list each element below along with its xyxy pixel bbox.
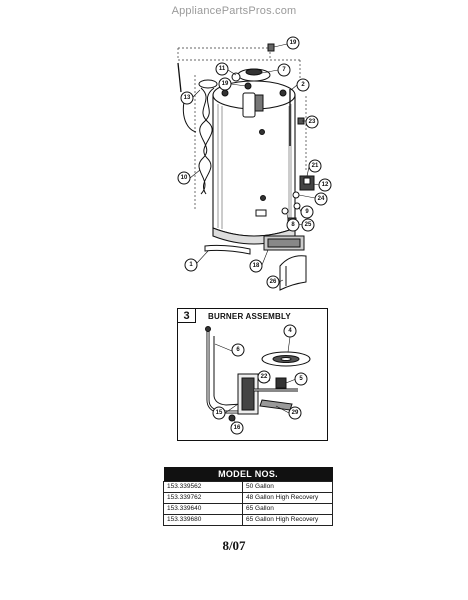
burner-assembly-title: BURNER ASSEMBLY	[208, 312, 291, 321]
table-row: 153.339680 65 Gallon High Recovery	[163, 514, 333, 526]
svg-text:19: 19	[222, 81, 229, 87]
callout-23: 23	[305, 115, 319, 129]
model-description: 48 Gallon High Recovery	[242, 492, 333, 504]
model-number: 153.339562	[163, 481, 243, 493]
callout-13: 13	[180, 91, 194, 105]
callout-15: 15	[212, 406, 226, 420]
svg-text:4: 4	[288, 328, 292, 334]
callout-11: 11	[215, 62, 229, 76]
callout-26: 26	[266, 275, 280, 289]
callout-10: 10	[177, 171, 191, 185]
svg-text:11: 11	[219, 66, 226, 72]
table-row: 153.339640 65 Gallon	[163, 503, 333, 515]
svg-text:5: 5	[299, 376, 303, 382]
svg-text:29: 29	[292, 410, 299, 416]
callout-6: 6	[231, 343, 245, 357]
svg-text:19: 19	[290, 40, 297, 46]
model-table-header: MODEL NOS.	[163, 467, 333, 482]
callout-21: 21	[308, 159, 322, 173]
svg-text:16: 16	[234, 425, 241, 431]
callout-22: 22	[257, 370, 271, 384]
rods	[177, 62, 291, 146]
model-number: 153.339680	[163, 514, 243, 526]
callout-9: 9	[300, 205, 314, 219]
svg-text:26: 26	[270, 279, 277, 285]
callout-2: 2	[296, 78, 310, 92]
svg-text:15: 15	[216, 410, 223, 416]
model-number: 153.339762	[163, 492, 243, 504]
callout-5: 5	[294, 372, 308, 386]
callout-19-top: 19	[286, 36, 300, 50]
svg-text:2: 2	[301, 82, 305, 88]
callout-25: 25	[301, 218, 315, 232]
callout-8: 8	[286, 218, 300, 232]
callout-12: 12	[318, 178, 332, 192]
callout-16: 16	[230, 421, 244, 435]
svg-text:18: 18	[253, 263, 260, 269]
svg-text:25: 25	[305, 222, 312, 228]
model-description: 50 Gallon	[242, 481, 333, 493]
svg-text:22: 22	[261, 374, 268, 380]
callout-7: 7	[277, 63, 291, 77]
svg-text:10: 10	[181, 175, 188, 181]
svg-text:9: 9	[305, 209, 309, 215]
leader-lines	[189, 43, 320, 283]
model-description: 65 Gallon High Recovery	[242, 514, 333, 526]
svg-text:1: 1	[189, 262, 193, 268]
svg-text:7: 7	[282, 67, 286, 73]
model-number: 153.339640	[163, 503, 243, 515]
model-numbers-table: MODEL NOS. 153.339562 50 Gallon 153.3397…	[163, 467, 333, 526]
svg-text:12: 12	[322, 182, 329, 188]
svg-text:23: 23	[309, 119, 316, 125]
callout-18: 18	[249, 259, 263, 273]
top-fittings	[221, 43, 287, 118]
site-watermark: AppliancePartsPros.com	[171, 5, 297, 17]
tank-shading	[217, 104, 292, 229]
callout-1: 1	[184, 258, 198, 272]
svg-text:6: 6	[236, 347, 240, 353]
callout-4: 4	[283, 324, 297, 338]
callout-19-mid: 19	[218, 77, 232, 91]
burner-assembly-panel: 3 BURNER ASSEMBLY	[177, 308, 328, 441]
revision-date: 8/07	[222, 538, 246, 553]
table-row: 153.339762 48 Gallon High Recovery	[163, 492, 333, 504]
burner-assembly-number: 3	[178, 309, 196, 323]
table-row: 153.339562 50 Gallon	[163, 481, 333, 493]
burner-drawing	[205, 326, 311, 422]
callout-29: 29	[288, 406, 302, 420]
svg-text:21: 21	[312, 163, 319, 169]
svg-text:8: 8	[291, 222, 295, 228]
svg-text:24: 24	[318, 196, 325, 202]
callout-24: 24	[314, 192, 328, 206]
svg-text:13: 13	[184, 95, 191, 101]
tank-details	[255, 117, 305, 217]
model-description: 65 Gallon	[242, 503, 333, 515]
base-parts	[204, 235, 307, 291]
